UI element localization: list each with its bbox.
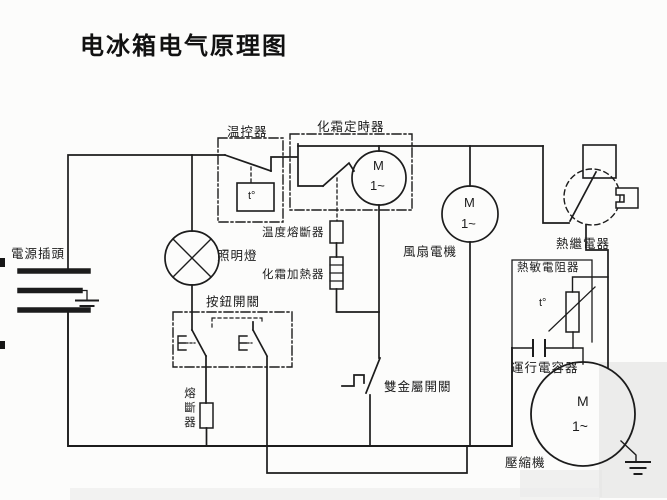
bimetal-switch-label: 雙金屬開關 bbox=[384, 380, 452, 394]
thermostat-box bbox=[217, 137, 284, 223]
defrost-timer-label: 化霜定時器 bbox=[317, 120, 385, 134]
lamp-label: 照明燈 bbox=[217, 249, 258, 263]
bimetal-switch-symbol bbox=[341, 356, 382, 447]
thermal-fuse-label: 温度熔斷器 bbox=[262, 227, 325, 239]
compressor-label: 壓縮機 bbox=[505, 456, 546, 470]
thermal-relay-symbol bbox=[563, 144, 639, 226]
ground-symbol-left bbox=[75, 289, 99, 312]
defrost-heater-label: 化霜加熱器 bbox=[262, 269, 325, 281]
run-capacitor-label: 運行電容器 bbox=[511, 361, 579, 375]
thermostat-label: 温控器 bbox=[227, 125, 268, 139]
defrost-timer-box bbox=[289, 133, 413, 222]
wiring bbox=[67, 143, 609, 474]
door-switch-box bbox=[172, 311, 293, 368]
compressor-motor-letter: M bbox=[577, 393, 589, 409]
run-capacitor-symbol bbox=[511, 339, 574, 357]
thermostat-sensor-label: t° bbox=[248, 190, 256, 202]
thermal-fuse-symbol bbox=[329, 220, 344, 244]
fuse-symbol bbox=[199, 402, 214, 429]
thermistor-sensor-label: t° bbox=[539, 297, 547, 309]
thermistor-box bbox=[511, 259, 609, 365]
fan-motor-label: 風扇電機 bbox=[403, 245, 458, 259]
page-title: 电冰箱电气原理图 bbox=[80, 33, 288, 60]
thermistor-label: 熱敏電阻器 bbox=[517, 262, 580, 274]
fuse-label: 熔斷器 bbox=[183, 387, 195, 431]
fan-motor-letter: M bbox=[464, 195, 475, 210]
photo-shading bbox=[0, 258, 667, 500]
lamp-symbol bbox=[164, 230, 220, 286]
compressor-symbol bbox=[530, 361, 636, 467]
compressor-motor-phase: 1~ bbox=[572, 418, 588, 434]
defrost-timer-motor-phase: 1~ bbox=[370, 178, 385, 193]
defrost-timer-motor-letter: M bbox=[373, 158, 384, 173]
button-switch-label: 按鈕開關 bbox=[206, 295, 261, 309]
fan-motor-symbol bbox=[441, 185, 499, 243]
fan-motor-phase: 1~ bbox=[461, 216, 476, 231]
thermal-relay-label: 熱繼電器 bbox=[556, 237, 611, 251]
power-plug-symbol bbox=[17, 268, 91, 313]
power-plug-label: 電源插頭 bbox=[11, 247, 66, 261]
ground-symbol-right bbox=[620, 440, 651, 475]
defrost-heater-symbol bbox=[329, 256, 344, 290]
